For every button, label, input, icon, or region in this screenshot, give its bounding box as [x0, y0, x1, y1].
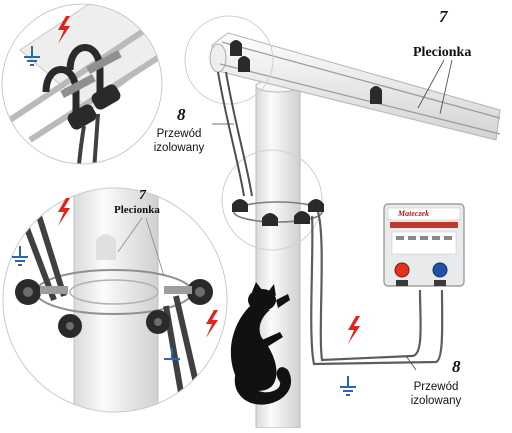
lightning-icon	[58, 198, 218, 338]
wire-bottom-line1: Przewód	[413, 381, 459, 393]
terminal-blue	[432, 262, 448, 278]
insulated-wire-top	[217, 71, 253, 197]
wire-bottom-number: 8	[452, 357, 461, 376]
ground-icon	[340, 376, 356, 396]
inset-bottom-left	[2, 187, 228, 413]
braid-inset-number: 7	[139, 188, 146, 203]
wire-bottom-line2: izolowany	[410, 395, 462, 407]
ground-icon	[24, 46, 40, 66]
lightning-icon	[58, 16, 70, 44]
insulated-wire-bottom	[310, 211, 444, 366]
braid-inset-word: Plecionka	[114, 204, 160, 216]
terminal-red	[394, 262, 410, 278]
wire-top-line1: Przewód	[156, 128, 202, 140]
energizer-device	[383, 203, 465, 287]
collar-detail-marker	[221, 149, 323, 251]
braid-top-word: Plecionka	[413, 45, 472, 60]
lightning-icon	[348, 316, 360, 344]
wire-top-number: 8	[177, 105, 186, 124]
ground-icon	[12, 246, 180, 360]
energizer-brand-label: Mateczek	[398, 209, 430, 218]
cross-beam	[209, 32, 501, 141]
braid-pointer	[417, 59, 453, 115]
cat-silhouette	[230, 282, 292, 405]
braid-top-number: 7	[439, 7, 448, 26]
wire-bottom-pointer	[405, 355, 417, 371]
inset-top-left	[1, 3, 163, 165]
pole-collar	[232, 199, 324, 226]
wire-top-line2: izolowany	[153, 142, 205, 154]
beam-detail-marker	[184, 15, 274, 105]
beam-insulators	[230, 40, 382, 104]
